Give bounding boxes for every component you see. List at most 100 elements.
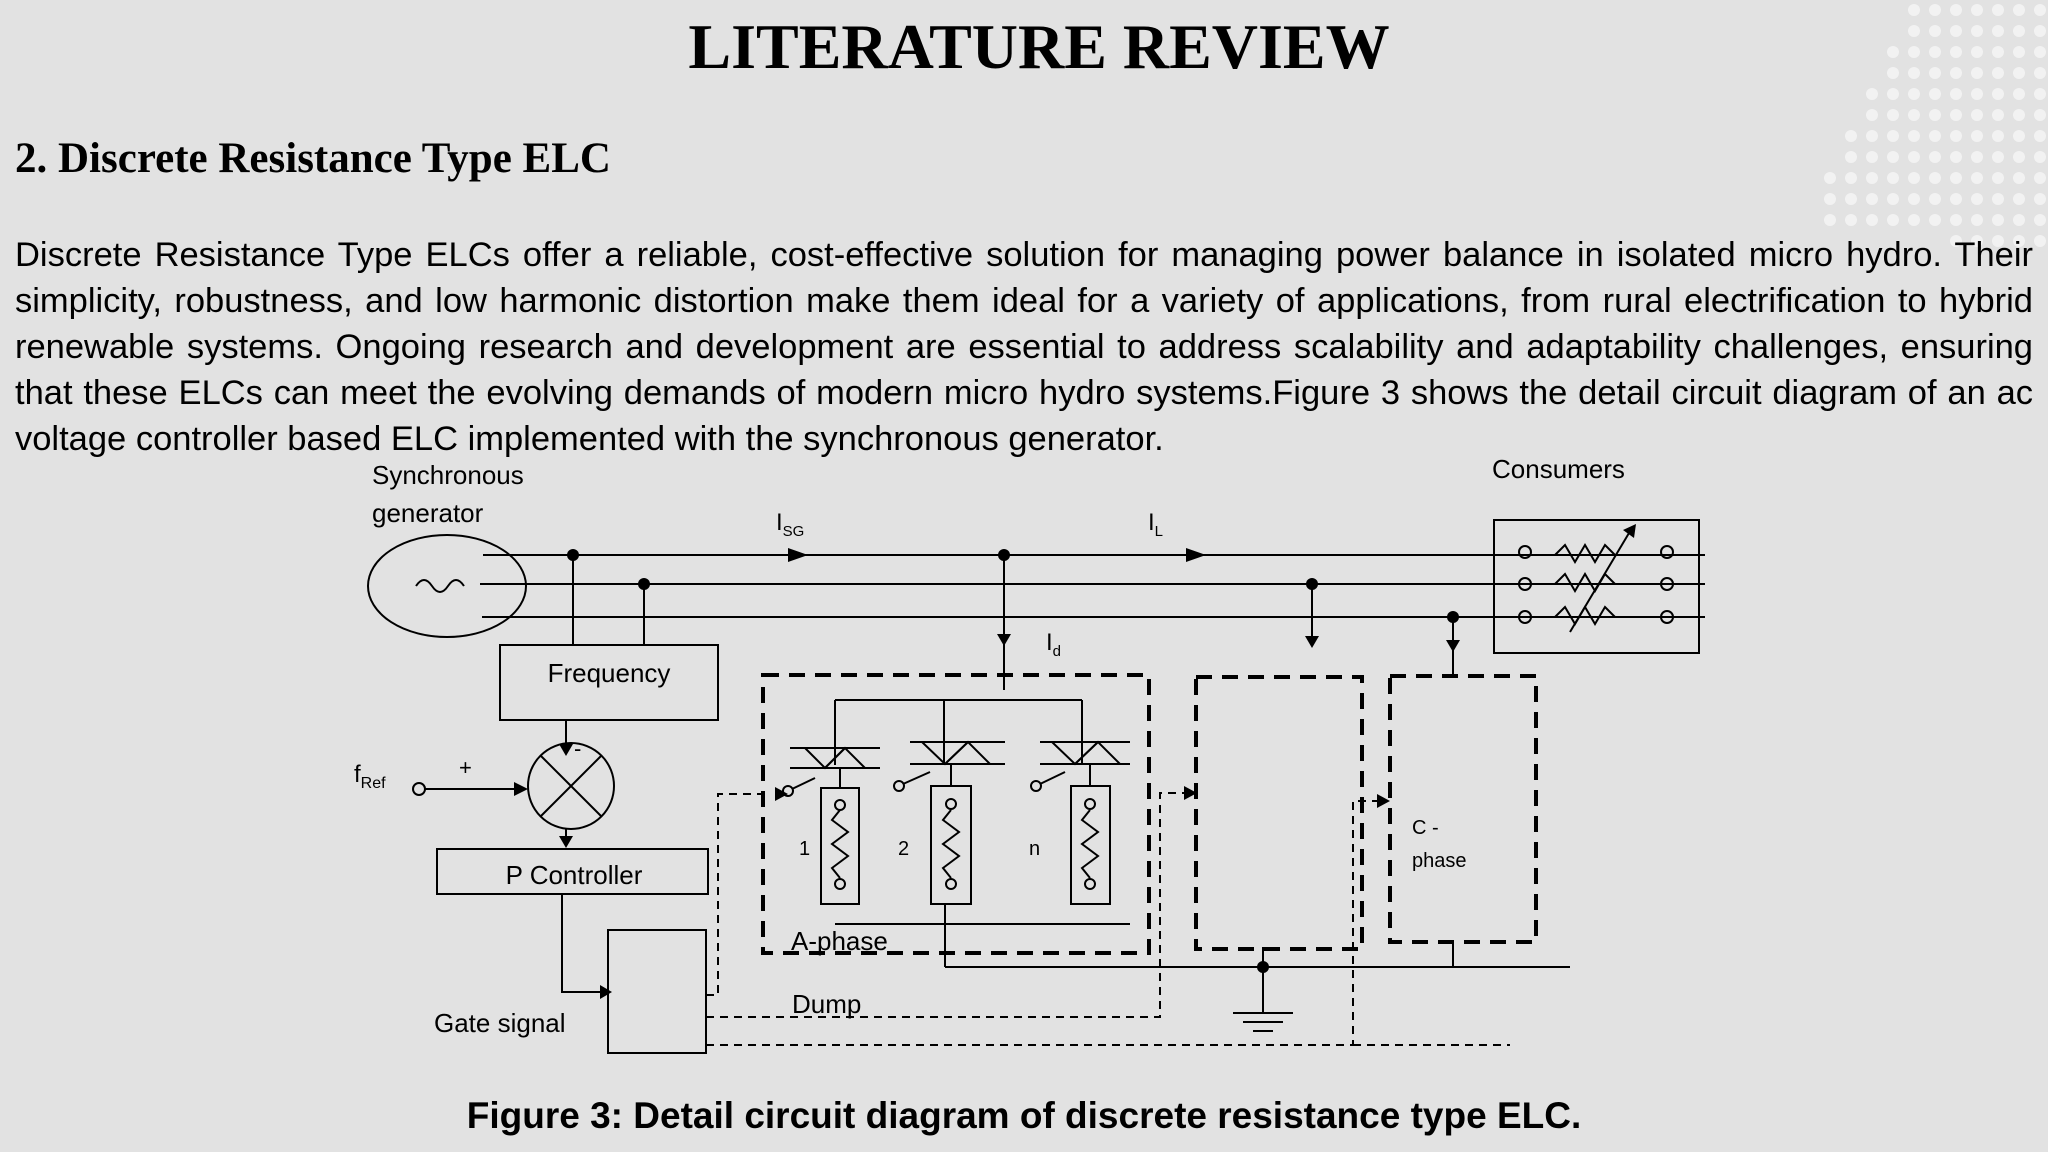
decorative-dot	[1992, 172, 2004, 184]
decorative-dot	[1908, 109, 1920, 121]
decorative-dot	[1971, 4, 1983, 16]
decorative-dot	[1929, 25, 1941, 37]
decorative-dot	[1824, 172, 1836, 184]
plus-sign: +	[459, 755, 472, 780]
gate-signal-label: Gate signal	[434, 1008, 566, 1038]
decorative-dot	[1908, 67, 1920, 79]
decorative-dot	[1992, 46, 2004, 58]
decorative-dot	[2013, 235, 2025, 247]
decorative-dot	[1908, 130, 1920, 142]
decorative-dot	[1950, 172, 1962, 184]
load-number-1: 1	[799, 838, 810, 860]
decorative-dot	[1866, 109, 1878, 121]
p-controller-block	[436, 848, 709, 895]
decorative-dot	[1908, 25, 1920, 37]
decorative-dot	[2013, 130, 2025, 142]
decorative-dot	[1971, 109, 1983, 121]
generator-label-line2: generator	[372, 498, 484, 528]
bus-junctions	[567, 549, 1459, 623]
decorative-dot	[1887, 193, 1899, 205]
decorative-dot	[2034, 25, 2046, 37]
decorative-dot	[2013, 172, 2025, 184]
decorative-dot	[2034, 109, 2046, 121]
decorative-dot	[2034, 193, 2046, 205]
decorative-dot	[2034, 151, 2046, 163]
il-arrow	[1186, 548, 1206, 562]
decorative-dot	[2034, 88, 2046, 100]
decorative-dot	[1908, 4, 1920, 16]
decorative-dot	[1887, 109, 1899, 121]
decorative-dot	[2013, 214, 2025, 226]
figure-caption: Figure 3: Detail circuit diagram of disc…	[466, 1095, 1582, 1136]
decorative-dot	[1971, 130, 1983, 142]
frequency-block	[499, 644, 719, 721]
c-phase-label-line2: phase	[1412, 850, 1467, 872]
decorative-dot	[1971, 172, 1983, 184]
decorative-dot	[2034, 46, 2046, 58]
decorative-dot	[1950, 88, 1962, 100]
c-phase-dump-box	[1388, 674, 1538, 944]
decorative-dot	[2013, 46, 2025, 58]
decorative-dot	[1929, 88, 1941, 100]
decorative-dot	[1887, 67, 1899, 79]
p-controller-label: P Controller	[506, 860, 643, 890]
decorative-dot	[1992, 193, 2004, 205]
consumers-block	[1493, 519, 1700, 654]
decorative-dot	[1971, 46, 1983, 58]
decorative-dot	[2013, 109, 2025, 121]
decorative-dot-pattern	[1824, 4, 2046, 247]
load-branch-2	[893, 700, 1005, 905]
decorative-dot	[2013, 151, 2025, 163]
decorative-dot	[1908, 214, 1920, 226]
decorative-dot	[1950, 4, 1962, 16]
decorative-dot	[1908, 193, 1920, 205]
decorative-dot	[1908, 46, 1920, 58]
decorative-dot	[1845, 214, 1857, 226]
decorative-dot	[1929, 109, 1941, 121]
three-phase-bus	[480, 554, 1705, 618]
decorative-dot	[1950, 109, 1962, 121]
decorative-dot	[1866, 151, 1878, 163]
load-number-n: n	[1029, 838, 1040, 860]
decorative-dot	[1992, 214, 2004, 226]
decorative-dot	[1950, 130, 1962, 142]
decorative-dot	[1866, 172, 1878, 184]
decorative-dot	[1992, 109, 2004, 121]
decorative-dot	[1950, 235, 1962, 247]
decorative-dot	[1992, 67, 2004, 79]
minus-sign: -	[574, 736, 581, 761]
synchronous-generator	[367, 534, 527, 638]
decorative-dot	[1866, 130, 1878, 142]
decorative-dot	[1950, 25, 1962, 37]
slide-title: LITERATURE REVIEW	[688, 11, 1390, 82]
decorative-dot	[1824, 214, 1836, 226]
consumers-label: Consumers	[1492, 454, 1625, 484]
decorative-dot	[2034, 214, 2046, 226]
decorative-dot	[1950, 193, 1962, 205]
decorative-dot	[1992, 151, 2004, 163]
decorative-dot	[1845, 172, 1857, 184]
c-phase-label-line1: C -	[1412, 817, 1439, 839]
decorative-dot	[2034, 67, 2046, 79]
il-label: IL	[1148, 509, 1163, 540]
decorative-dot	[1824, 193, 1836, 205]
decorative-dot	[1887, 130, 1899, 142]
body-paragraph: Discrete Resistance Type ELCs offer a re…	[15, 236, 2033, 458]
decorative-dot	[1971, 25, 1983, 37]
decorative-dot	[1929, 172, 1941, 184]
decorative-dot	[1992, 4, 2004, 16]
decorative-dot	[1992, 88, 2004, 100]
id-label: Id	[1046, 629, 1061, 660]
decorative-dot	[1971, 193, 1983, 205]
decorative-dot	[1929, 46, 1941, 58]
decorative-dot	[2034, 4, 2046, 16]
decorative-dot	[1908, 172, 1920, 184]
fref-label: fRef	[354, 761, 386, 792]
decorative-dot	[2034, 130, 2046, 142]
generator-label-line1: Synchronous	[372, 460, 524, 490]
decorative-dot	[1845, 193, 1857, 205]
decorative-dot	[1887, 46, 1899, 58]
dump-label: Dump	[792, 989, 861, 1019]
gate-signal-lines	[706, 792, 1510, 1046]
